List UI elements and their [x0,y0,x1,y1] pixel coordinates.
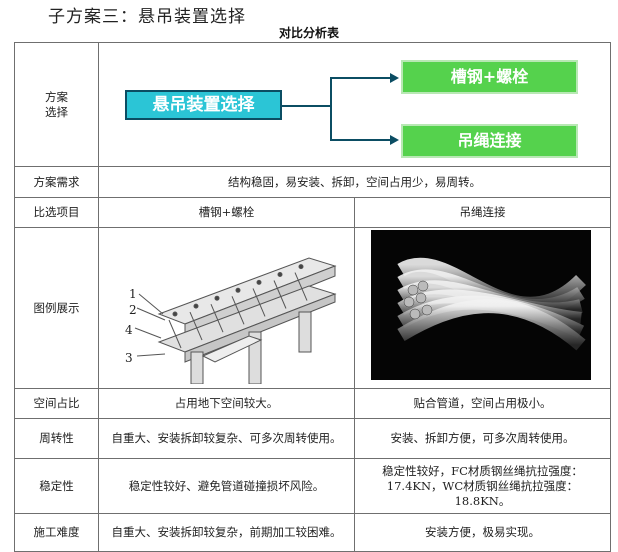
wire-rope-photo [371,230,591,380]
turnover-option-b: 安装、拆卸方便，可多次周转使用。 [354,418,611,459]
arrow-to-option-2 [330,105,391,141]
requirement-text: 结构稳固，易安装、拆卸，空间占用少，易周转。 [98,166,611,198]
table-caption: 对比分析表 [278,26,339,40]
callout-4: 4 [125,323,133,337]
callout-3: 3 [125,351,133,365]
channel-steel-illustration-cell: 1 2 4 3 [98,227,355,389]
row-label-requirement: 方案需求 [14,166,99,198]
callout-2: 2 [129,303,137,317]
space-option-b: 贴合管道，空间占用极小。 [354,388,611,419]
difficulty-option-a: 自重大、安装拆卸较复杂，前期加工较困难。 [98,513,355,552]
stability-option-b: 稳定性较好，FC材质钢丝绳抗拉强度：17.4KN，WC材质钢丝绳抗拉强度：18.… [354,458,611,514]
row-label-turnover: 周转性 [14,418,99,459]
table-row: 稳定性 稳定性较好、避免管道碰撞损坏风险。 稳定性较好，FC材质钢丝绳抗拉强度：… [14,458,611,514]
option-box-channel-steel: 槽钢+螺栓 [401,59,578,94]
table-row: 方案选择 悬吊装置选择 槽钢+螺栓 吊绳连接 [14,42,611,167]
stability-option-a: 稳定性较好、避免管道碰撞损坏风险。 [98,458,355,514]
arrow-to-option-1 [282,76,391,107]
table-row: 图例展示 [14,227,611,389]
row-label-text: 方案选择 [45,89,68,119]
row-label-space: 空间占比 [14,388,99,419]
turnover-option-a: 自重大、安装拆卸较复杂、可多次周转使用。 [98,418,355,459]
row-label-illustration: 图例展示 [14,227,99,389]
section-heading: 子方案三：悬吊装置选择 [48,7,246,27]
flow-diagram-cell: 悬吊装置选择 槽钢+螺栓 吊绳连接 [98,42,611,167]
row-label-scheme: 方案选择 [14,42,99,167]
option-box-rope: 吊绳连接 [401,123,578,158]
callout-1: 1 [129,287,137,301]
row-label-difficulty: 施工难度 [14,513,99,552]
space-option-a: 占用地下空间较大。 [98,388,355,419]
row-label-compare: 比选项目 [14,197,99,228]
flow-diagram: 悬吊装置选择 槽钢+螺栓 吊绳连接 [99,44,610,166]
arrowhead-1 [390,72,399,83]
channel-steel-bracket-illustration: 1 2 4 3 [125,257,337,385]
option-a-header: 槽钢+螺栓 [98,197,355,228]
row-label-stability: 稳定性 [14,458,99,514]
difficulty-option-b: 安装方便，极易实现。 [354,513,611,552]
table-row: 方案需求 结构稳固，易安装、拆卸，空间占用少，易周转。 [14,166,611,198]
arrowhead-2 [390,134,399,145]
table-row: 周转性 自重大、安装拆卸较复杂、可多次周转使用。 安装、拆卸方便，可多次周转使用… [14,418,611,459]
flow-arrows [282,72,399,145]
table-row: 施工难度 自重大、安装拆卸较复杂，前期加工较困难。 安装方便，极易实现。 [14,513,611,552]
table-row: 比选项目 槽钢+螺栓 吊绳连接 [14,197,611,228]
wire-rope-photo-cell [354,227,611,389]
root-option-box: 悬吊装置选择 [125,89,282,120]
option-b-header: 吊绳连接 [354,197,611,228]
comparison-table: 方案选择 悬吊装置选择 槽钢+螺栓 吊绳连接 方案需求 结构稳固，易安装、拆卸，… [14,42,611,552]
table-row: 空间占比 占用地下空间较大。 贴合管道，空间占用极小。 [14,388,611,419]
